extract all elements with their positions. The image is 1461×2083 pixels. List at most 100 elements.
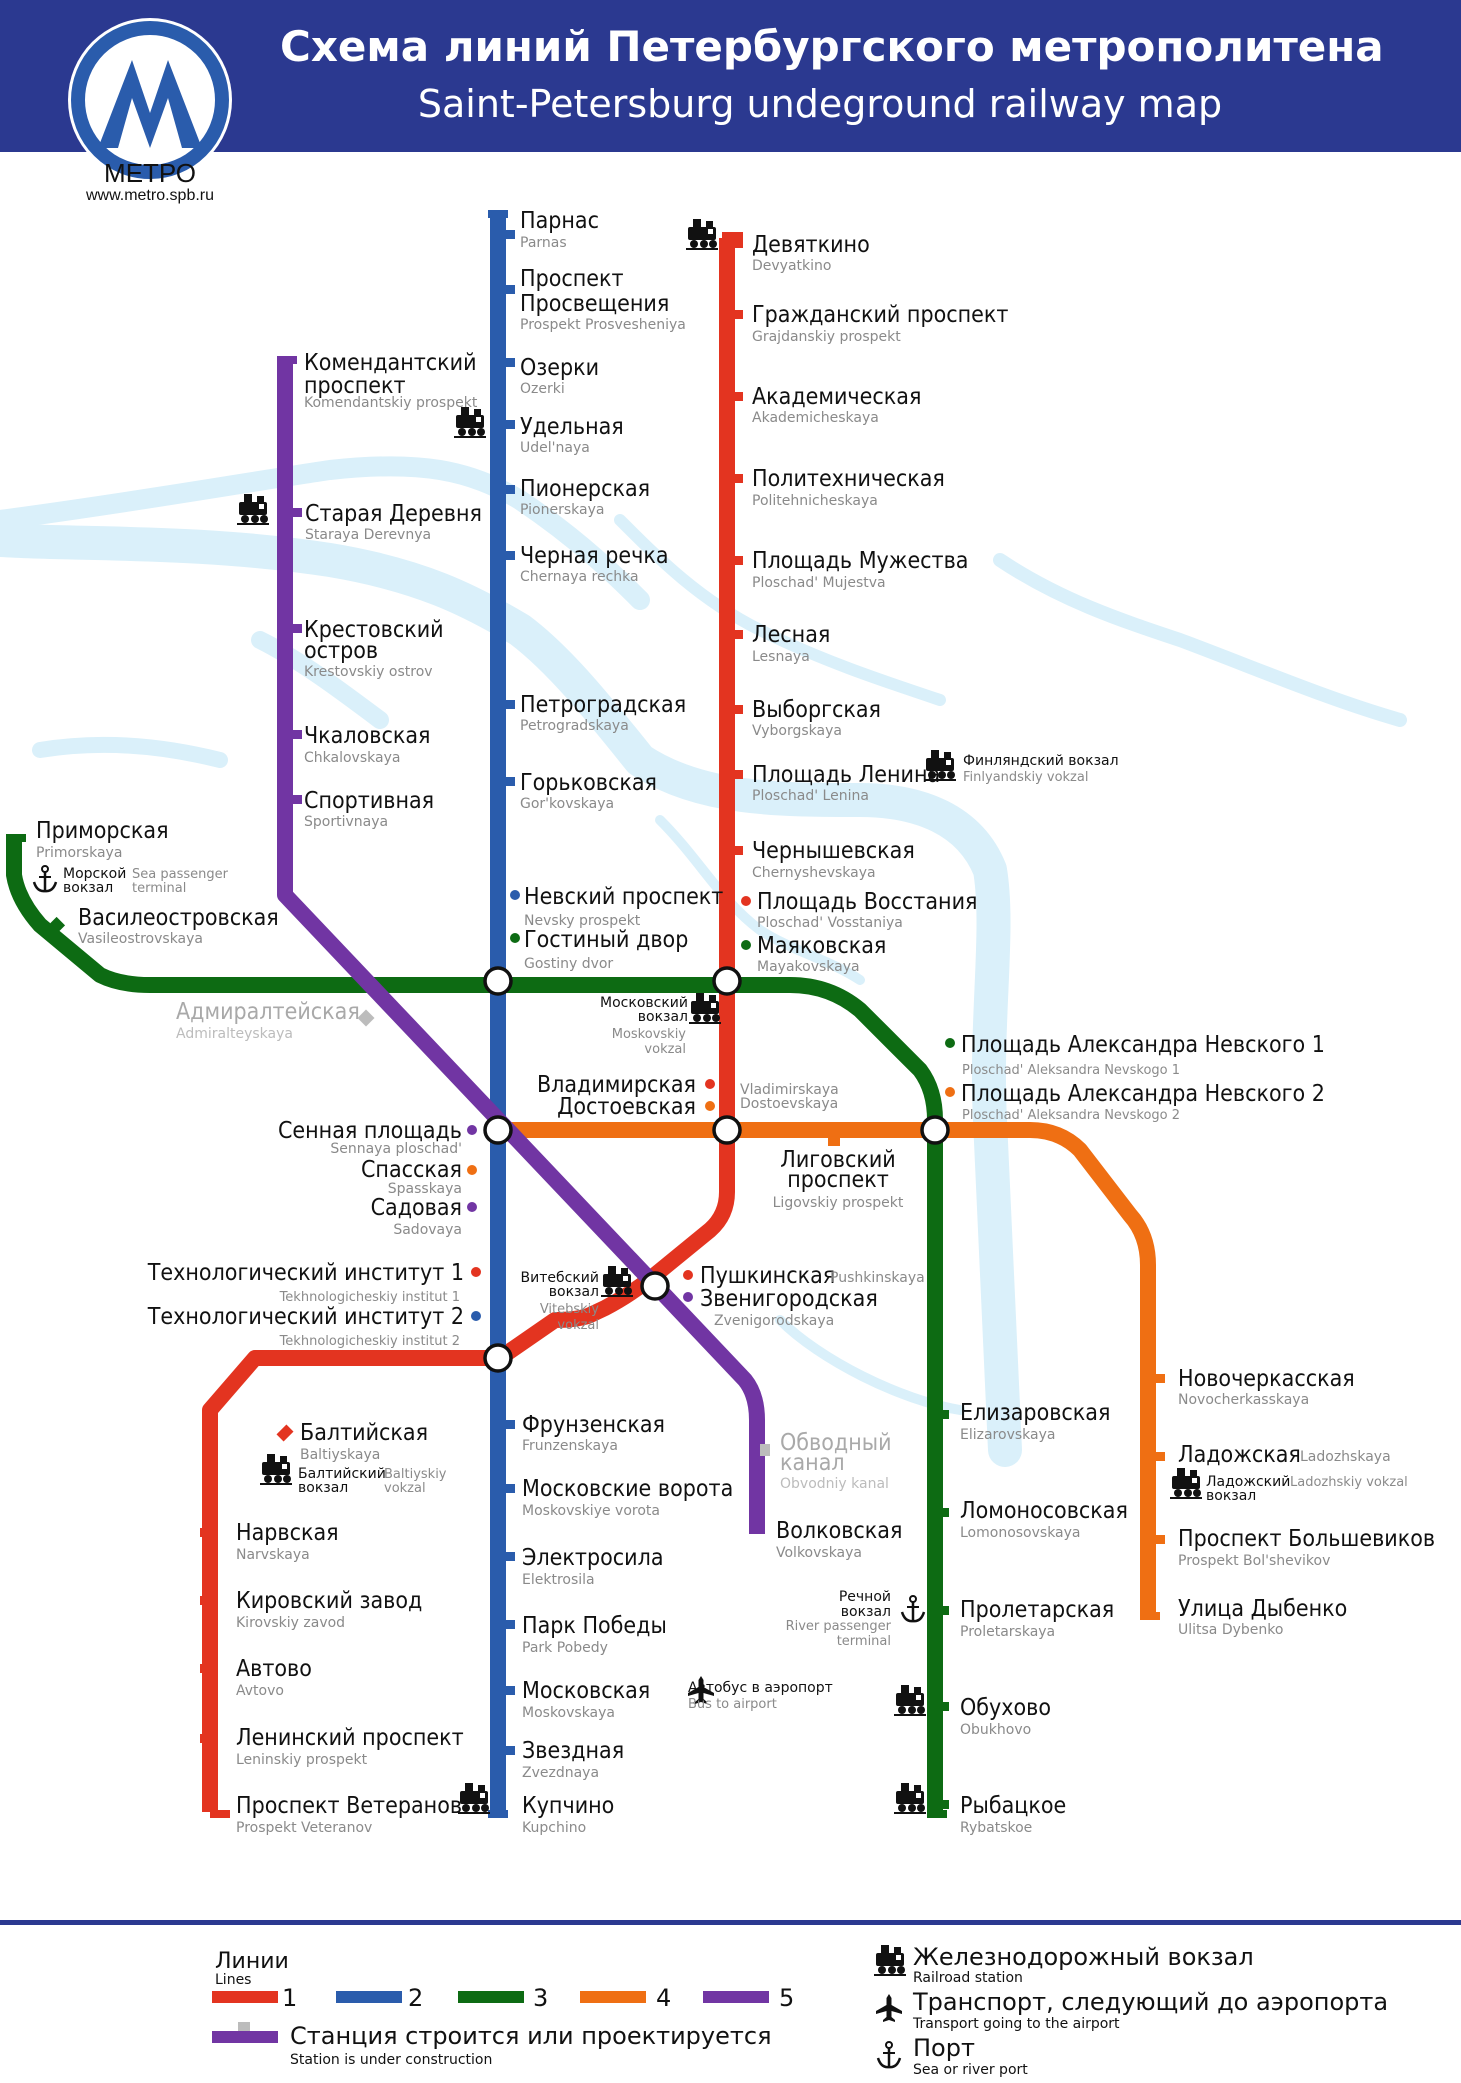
station-pionerskaya[interactable]: Пионерская (520, 476, 650, 502)
station-petrogradskaya[interactable]: Петроградская (520, 692, 686, 718)
vitebsk-station-en-1: Vitebskiy (540, 1302, 599, 1317)
legend-lines-subtitle: Lines (215, 1972, 251, 1988)
station-chernyshevskaya[interactable]: Чернышевская (752, 838, 915, 864)
station-vyborgskaya-en: Vyborgskaya (752, 723, 842, 739)
station-pushkinskaya[interactable]: Пушкинская (700, 1263, 835, 1289)
train-icon (237, 494, 269, 525)
neva-river (0, 523, 1022, 1467)
station-ligovsky-1[interactable]: Лиговский (780, 1147, 896, 1173)
station-vasileostrovskaya[interactable]: Василеостровская (78, 905, 279, 931)
ladoga-station-en: Ladozhskiy vokzal (1290, 1475, 1408, 1490)
station-krestovsky-2[interactable]: остров (304, 638, 378, 664)
station-lomonosovskaya[interactable]: Ломоносовская (960, 1498, 1128, 1524)
station-mosvorota[interactable]: Московские ворота (522, 1476, 733, 1502)
station-gorkovskaya[interactable]: Горьковская (520, 770, 657, 796)
station-vyborgskaya[interactable]: Выборгская (752, 697, 881, 723)
station-tech-1[interactable]: Технологический институт 1 (147, 1260, 464, 1286)
baltic-station-en-1: Baltiyskiy (384, 1467, 447, 1482)
station-chernaya[interactable]: Черная речка (520, 543, 669, 569)
station-kirovsky[interactable]: Кировский завод (236, 1588, 422, 1614)
station-vladimirskaya[interactable]: Владимирская (537, 1072, 696, 1098)
station-primorskaya[interactable]: Приморская (36, 818, 169, 844)
station-obvodny-1[interactable]: Обводный (780, 1430, 892, 1456)
station-vasileostrovskaya-en: Vasileostrovskaya (78, 931, 203, 947)
station-obukhovo[interactable]: Обухово (960, 1695, 1051, 1721)
station-udelnaya[interactable]: Удельная (520, 414, 624, 440)
station-parnas[interactable]: Парнас (520, 208, 599, 234)
station-mayakovskaya[interactable]: Маяковская (757, 933, 886, 959)
ladoga-station-label-2: вокзал (1206, 1488, 1256, 1504)
station-krestovsky-1[interactable]: Крестовский (304, 617, 444, 643)
station-ozerki[interactable]: Озерки (520, 355, 599, 381)
station-avtovo[interactable]: Автово (236, 1656, 312, 1682)
train-icon (686, 219, 718, 250)
line-end-kupchino (488, 1810, 508, 1818)
legend-airport-sublabel: Transport going to the airport (912, 2016, 1120, 2032)
station-sportivnaya-en: Sportivnaya (304, 814, 388, 830)
station-nevsky[interactable]: Невский проспект (524, 884, 723, 910)
station-zvenigorodskaya[interactable]: Звенигородская (700, 1286, 878, 1312)
station-elizarovskaya[interactable]: Елизаровская (960, 1400, 1110, 1426)
station-sadovaya[interactable]: Садовая (371, 1195, 462, 1221)
station-dostoevskaya[interactable]: Достоевская (557, 1094, 696, 1120)
station-dybenko[interactable]: Улица Дыбенко (1178, 1596, 1347, 1622)
station-proletarskaya[interactable]: Пролетарская (960, 1597, 1114, 1623)
station-nevskogo-1[interactable]: Площадь Александра Невского 1 (961, 1032, 1325, 1058)
station-volkovskaya[interactable]: Волковская (776, 1518, 902, 1544)
metro-logo[interactable]: МЕТРО www.metro.spb.ru (60, 18, 240, 218)
legend-line-4-swatch (580, 1991, 646, 2003)
station-pushkinskaya-en: Pushkinskaya (830, 1270, 925, 1286)
airplane-icon (876, 1994, 902, 2022)
station-frunzenskaya[interactable]: Фрунзенская (522, 1412, 665, 1438)
station-vladimirskaya-en: Vladimirskaya (740, 1082, 839, 1098)
station-novocherkasskaya[interactable]: Новочеркасская (1178, 1366, 1355, 1392)
station-devyatkino[interactable]: Девяткино (752, 232, 870, 258)
line-end-komendantsky (277, 356, 297, 364)
station-leninsky[interactable]: Ленинский проспект (236, 1725, 464, 1751)
station-elektrosila[interactable]: Электросила (522, 1545, 664, 1571)
station-politeh[interactable]: Политехническая (752, 466, 945, 492)
train-icon (689, 993, 721, 1024)
station-obukhovo-en: Obukhovo (960, 1722, 1031, 1738)
station-moskovskaya[interactable]: Московская (522, 1678, 650, 1704)
station-vosstaniya[interactable]: Площадь Восстания (757, 889, 977, 915)
station-admiralteyskaya[interactable]: Адмиралтейская (176, 999, 360, 1025)
station-sennaya[interactable]: Сенная площадь (278, 1118, 462, 1144)
station-grazhdansky[interactable]: Гражданский проспект (752, 302, 1008, 328)
station-baltiyskaya[interactable]: Балтийская (300, 1420, 428, 1446)
station-lesnaya-en: Lesnaya (752, 649, 810, 665)
train-icon (894, 1685, 926, 1716)
vitebsk-station-label-1: Витебский (521, 1270, 599, 1286)
station-ozerki-en: Ozerki (520, 381, 565, 397)
station-rybatskoe[interactable]: Рыбацкое (960, 1793, 1066, 1819)
station-parkpobedy[interactable]: Парк Победы (522, 1613, 667, 1639)
station-gostiny[interactable]: Гостиный двор (524, 927, 688, 953)
station-obvodny-2[interactable]: канал (780, 1450, 845, 1476)
station-lenina[interactable]: Площадь Ленина (752, 762, 940, 788)
station-akademicheskaya[interactable]: Академическая (752, 384, 921, 410)
station-tech-2[interactable]: Технологический институт 2 (147, 1304, 464, 1330)
sea-terminal-en-1: Sea passenger (132, 867, 229, 882)
station-komendantsky-2[interactable]: проспект (304, 373, 406, 399)
line-end-dybenko (1140, 1612, 1160, 1620)
station-muzhestva[interactable]: Площадь Мужества (752, 548, 968, 574)
station-prosvesheniya-2[interactable]: Просвещения (520, 291, 669, 317)
station-narvskaya[interactable]: Нарвская (236, 1520, 339, 1546)
station-ligovsky-2[interactable]: проспект (787, 1167, 889, 1193)
station-komendantsky-1[interactable]: Комендантский (304, 350, 477, 376)
vitebsk-station-en-2: vokzal (557, 1318, 599, 1333)
okhta (993, 553, 1407, 727)
station-chkalovskaya[interactable]: Чкаловская (304, 723, 430, 749)
logo-url: www.metro.spb.ru (85, 187, 214, 204)
station-sportivnaya[interactable]: Спортивная (304, 788, 434, 814)
station-staraya[interactable]: Старая Деревня (305, 501, 482, 527)
station-zvezdnaya[interactable]: Звездная (522, 1738, 624, 1764)
station-spasskaya[interactable]: Спасская (361, 1157, 462, 1183)
station-lesnaya[interactable]: Лесная (752, 622, 830, 648)
station-ladozhskaya[interactable]: Ладожская (1178, 1442, 1301, 1468)
station-veteranov[interactable]: Проспект Ветеранов (236, 1793, 462, 1819)
station-prosvesheniya-1[interactable]: Проспект (520, 266, 624, 292)
station-kupchino[interactable]: Купчино (522, 1793, 614, 1819)
station-nevskogo-2[interactable]: Площадь Александра Невского 2 (961, 1081, 1325, 1107)
station-bolshevikov[interactable]: Проспект Большевиков (1178, 1526, 1435, 1552)
